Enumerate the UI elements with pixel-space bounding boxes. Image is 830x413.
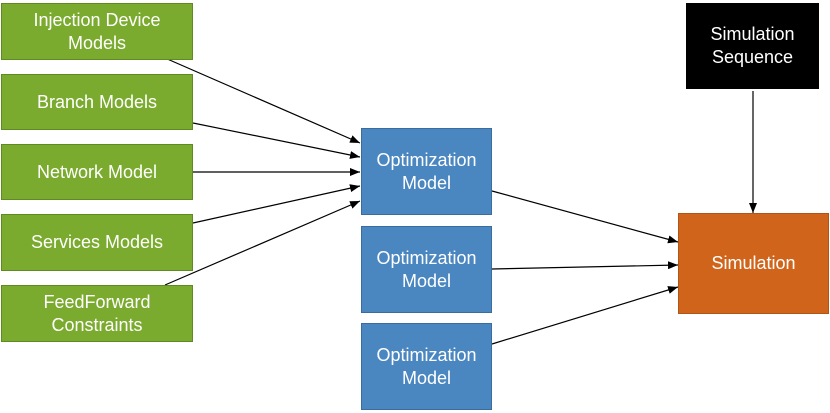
edge-opt3-to-simulation: [491, 286, 679, 345]
feedforward-constraints-node: FeedForward Constraints: [1, 285, 193, 342]
simulation-sequence-node: Simulation Sequence: [686, 3, 819, 89]
network-model-node: Network Model: [1, 144, 193, 200]
edge-opt1-to-simulation: [491, 190, 679, 244]
node-label: Simulation: [711, 253, 796, 273]
optimization-model-node-2: Optimization Model: [361, 226, 492, 313]
services-models-node: Services Models: [1, 214, 193, 271]
node-label: FeedForward Constraints: [43, 291, 151, 335]
node-label: Simulation Sequence: [710, 24, 795, 67]
node-label: Optimization Model: [376, 247, 477, 291]
optimization-model-node-1: Optimization Model: [361, 128, 492, 215]
node-label: Optimization Model: [376, 149, 477, 193]
node-label: Network Model: [36, 161, 158, 182]
injection-device-models-node: Injection Device Models: [1, 3, 193, 60]
node-label: Branch Models: [36, 91, 158, 112]
node-label: Injection Device Models: [33, 9, 161, 53]
edge-services-to-opt1: [192, 184, 361, 224]
optimization-model-node-3: Optimization Model: [361, 323, 492, 410]
simulation-node: Simulation: [678, 213, 829, 314]
node-label: Optimization Model: [376, 344, 477, 388]
edge-branch-to-opt1: [192, 122, 361, 159]
edge-opt2-to-simulation: [491, 261, 679, 270]
edge-injection-to-opt1: [164, 57, 361, 144]
branch-models-node: Branch Models: [1, 74, 193, 130]
node-label: Services Models: [30, 232, 164, 252]
edge-feedforward-to-opt1: [164, 200, 361, 286]
